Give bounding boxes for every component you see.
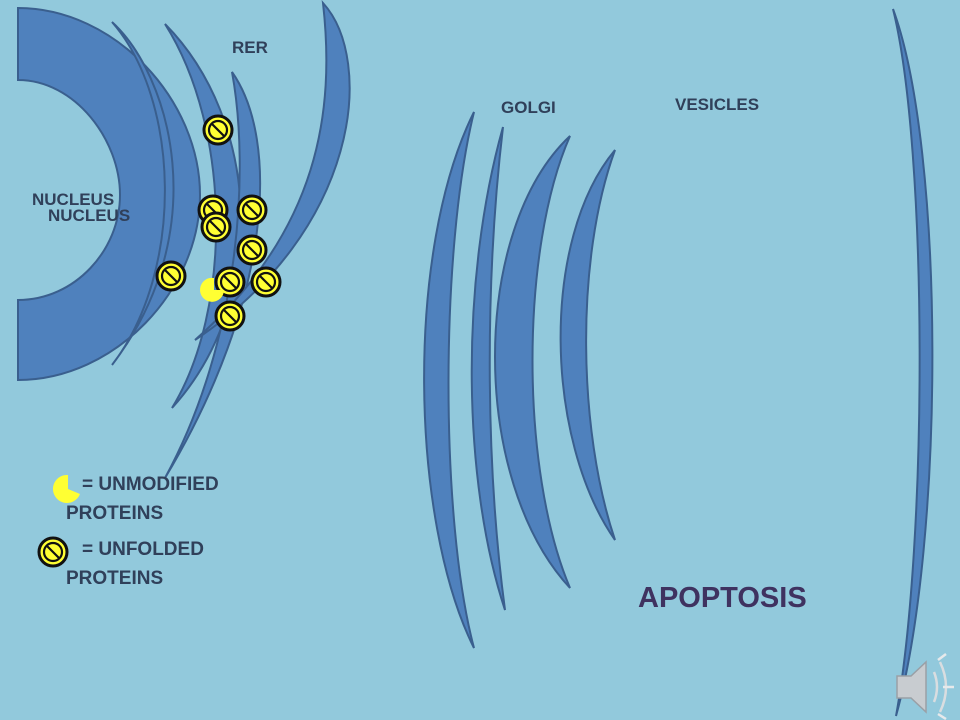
legend-unmodified-text: = UNMODIFIED	[82, 474, 219, 495]
golgi-cisterna-1	[423, 111, 475, 649]
unfolded-protein-icon	[155, 260, 187, 292]
speaker-icon[interactable]	[896, 653, 954, 720]
unfolded-protein-icon	[202, 114, 234, 146]
cell-membrane	[892, 8, 934, 717]
vesicles-label: VESICLES	[675, 95, 760, 114]
unfolded-protein-icon	[236, 194, 268, 226]
unfolded-protein-icon	[200, 211, 232, 243]
legend-unfolded-text: = UNFOLDED	[82, 539, 204, 560]
golgi-cisterna-3	[494, 135, 571, 589]
legend-unmodified-icon	[52, 474, 80, 503]
legend-unfolded-text-2: PROTEINS	[66, 568, 164, 589]
unfolded-protein-icon	[236, 234, 268, 266]
legend-unfolded-icon	[37, 536, 69, 568]
unfolded-protein-icon	[250, 266, 282, 298]
golgi-cisterna-2	[470, 126, 506, 611]
legend-unmodified-text-2: PROTEINS	[66, 503, 164, 524]
rer-label: RER	[232, 38, 268, 57]
golgi-label: GOLGI	[501, 98, 556, 117]
unmodified-protein-icon	[200, 277, 224, 302]
golgi-cisterna-4	[559, 149, 616, 541]
nucleus-label-duplicate: NUCLEUS	[48, 206, 131, 225]
apoptosis-label: APOPTOSIS	[638, 582, 807, 614]
nucleus-label: NUCLEUS	[32, 190, 115, 209]
unfolded-protein-icon	[214, 300, 246, 332]
